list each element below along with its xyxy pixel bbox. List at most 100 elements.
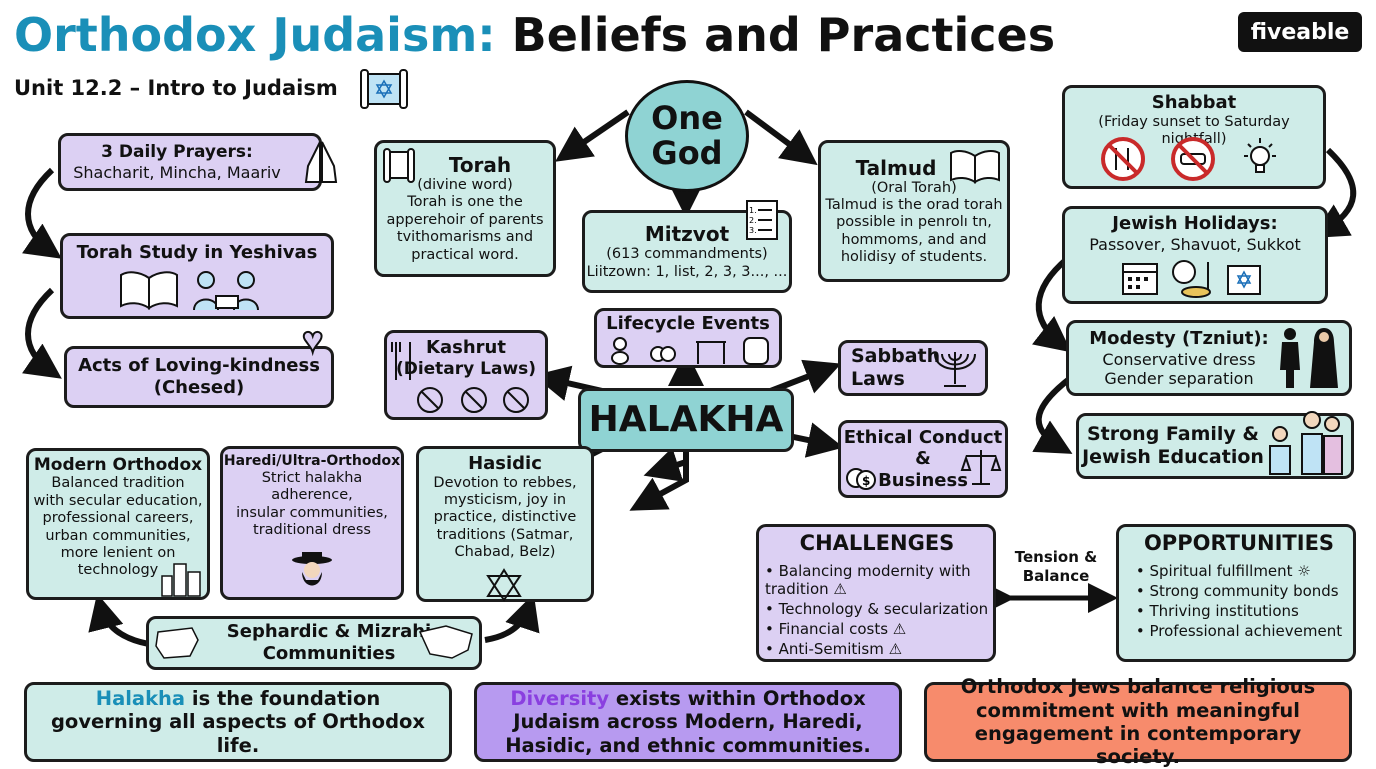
talmud-body-2: possible in penrolı tn, — [836, 214, 992, 231]
torah-scroll-icon — [360, 69, 408, 109]
svg-text:3.: 3. — [749, 226, 757, 235]
daily-prayers-line1: 3 Daily Prayers: — [101, 142, 253, 163]
sabbath-laws-line2: Laws — [851, 368, 905, 390]
modesty-line1: Conservative dress — [1102, 349, 1256, 369]
opportunities-box: OPPORTUNITIES Spiritual fulfillment ☼ St… — [1116, 524, 1356, 662]
title-main: Beliefs and Practices — [511, 8, 1056, 62]
chesed-line1: Acts of Loving-kindness — [78, 355, 320, 377]
one-god-line2: God — [651, 134, 723, 172]
modern-orthodox-body-3: professional careers, — [42, 510, 194, 527]
hasidic-body-5: Chabad, Belz) — [454, 544, 556, 561]
challenges-box: CHALLENGES Balancing modernity with trad… — [756, 524, 996, 662]
one-god-line1: One — [651, 98, 723, 137]
coins-icon: $ — [846, 468, 876, 490]
mitzvot-body: Liitzown: 1, list, 2, 3, 3..., ... — [586, 263, 788, 280]
talmud-body-3: hommoms, and and — [841, 231, 987, 248]
ethical-line3: Business — [878, 469, 968, 491]
open-book-icon — [950, 150, 1000, 184]
map-middle-east-icon — [418, 625, 473, 659]
torah-icon — [383, 148, 415, 183]
takeaway-diversity-text: Diversity exists within Orthodox Judaism… — [497, 687, 879, 757]
family-line1: Strong Family & — [1086, 423, 1259, 446]
chesed-line2: (Chesed) — [153, 377, 245, 398]
haredi-body-4: traditional dress — [253, 521, 371, 538]
modern-orthodox-body-4: urban communities, — [45, 527, 191, 544]
heart-icon: ♥ — [301, 319, 324, 360]
haredi-body-3: insular communities, — [236, 504, 388, 521]
page-title: Orthodox Judaism: Beliefs and Practices — [14, 8, 1055, 62]
modern-orthodox-body-5: more lenient on — [60, 544, 176, 561]
takeaway-halakha-highlight: Halakha — [95, 686, 186, 710]
chesed-box: Acts of Loving-kindness (Chesed) — [64, 346, 334, 408]
map-spain-icon — [155, 627, 199, 659]
sephardic-line2: Communities — [262, 643, 396, 664]
challenges-list: Balancing modernity with tradition ⚠ Tec… — [765, 560, 989, 660]
modern-orthodox-body-1: Balanced tradition — [51, 475, 185, 492]
haredi-title: Haredi/Ultra-Orthodox — [223, 453, 401, 469]
mitzvot-sub: (613 commandments) — [606, 246, 768, 263]
study-book-icon — [120, 271, 178, 310]
sabbath-laws-line1: Sabbath — [851, 345, 941, 368]
torah-body-4: practical word. — [411, 246, 519, 263]
haredi-body-1: Strict halakha — [261, 469, 363, 486]
ethical-line2: & — [915, 448, 931, 470]
city-skyline-icon — [161, 563, 201, 597]
svg-text:1.: 1. — [749, 206, 757, 215]
hasidic-body-4: traditions (Satmar, — [436, 526, 574, 543]
takeaway-diversity-body: exists within Orthodox Judaism across Mo… — [505, 686, 871, 757]
challenge-item: Anti-Semitism ⚠ — [765, 640, 989, 658]
opportunity-item: Strong community bonds — [1136, 582, 1342, 600]
opportunity-item: Thriving institutions — [1136, 602, 1342, 620]
one-god-node: One God — [625, 80, 749, 192]
praying-hands-icon — [304, 141, 338, 183]
takeaway-halakha-body: is the foundation governing all aspects … — [50, 686, 426, 757]
modern-orthodox-box: Modern Orthodox Balanced tradition with … — [26, 448, 210, 600]
subtitle: Unit 12.2 – Intro to Judaism — [14, 76, 338, 100]
ethical-line1: Ethical Conduct — [843, 426, 1003, 448]
hasidic-title: Hasidic — [468, 453, 542, 474]
svg-text:2.: 2. — [749, 216, 757, 225]
haredi-body-2: adherence, — [271, 487, 353, 504]
svg-text:$: $ — [862, 474, 870, 488]
opportunities-title: OPPORTUNITIES — [1143, 531, 1335, 555]
daily-prayers-line2: Shacharit, Mincha, Maariv — [73, 162, 281, 182]
tension-line2: Balance — [1022, 566, 1090, 585]
mitzvot-box: Mitzvot (613 commandments) Liitzown: 1, … — [582, 210, 792, 293]
torah-body-1: Torah is one the — [407, 194, 523, 211]
modesty-title: Modesty (Tzniut): — [1089, 328, 1269, 350]
modesty-box: Modesty (Tzniut): Conservative dress Gen… — [1066, 320, 1352, 396]
halakha-label: HALAKHA — [588, 399, 784, 441]
modesty-line2: Gender separation — [1104, 368, 1254, 388]
modern-orthodox-body-2: with secular education, — [33, 492, 203, 509]
daily-prayers-box: 3 Daily Prayers: Shacharit, Mincha, Maar… — [58, 133, 322, 191]
torah-sub: (divine word) — [417, 177, 513, 194]
challenge-item: Balancing modernity with tradition ⚠ — [765, 562, 989, 598]
hasidic-body-1: Devotion to rebbes, — [433, 474, 577, 491]
family-line2: Jewish Education — [1082, 446, 1264, 468]
haredi-man-icon — [292, 552, 332, 586]
lightbulb-icon — [1244, 138, 1276, 173]
modest-figures-icon — [1280, 328, 1338, 388]
hasidic-box: Hasidic Devotion to rebbes, mysticism, j… — [416, 446, 594, 602]
lifecycle-icons — [611, 337, 769, 365]
halakha-node: HALAKHA — [578, 388, 794, 452]
torah-body-2: apperehoir of parents — [386, 211, 544, 228]
modern-orthodox-body-6: technology — [77, 562, 159, 579]
challenge-item: Technology & secularization — [765, 600, 989, 618]
challenges-title: CHALLENGES — [799, 531, 955, 555]
scales-icon — [960, 450, 1002, 485]
opportunity-item: Professional achievement — [1136, 622, 1343, 640]
menorah-icon — [934, 352, 976, 387]
tension-balance-label: Tension & Balance — [1004, 548, 1108, 586]
torah-study-label: Torah Study in Yeshivas — [76, 242, 318, 263]
mitzvot-title: Mitzvot — [644, 222, 730, 247]
family-icon — [1269, 411, 1343, 475]
challenge-item: Financial costs ⚠ — [765, 620, 989, 638]
sephardic-line1: Sephardic & Mizrahi — [226, 621, 432, 643]
lifecycle-title: Lifecycle Events — [606, 313, 770, 334]
modern-orthodox-title: Modern Orthodox — [33, 455, 203, 475]
holidays-sub: Passover, Shavuot, Sukkot — [1089, 234, 1301, 254]
harvest-icon — [1172, 260, 1211, 298]
takeaway-diversity-highlight: Diversity — [510, 686, 610, 710]
torah-title: Torah — [448, 153, 512, 178]
